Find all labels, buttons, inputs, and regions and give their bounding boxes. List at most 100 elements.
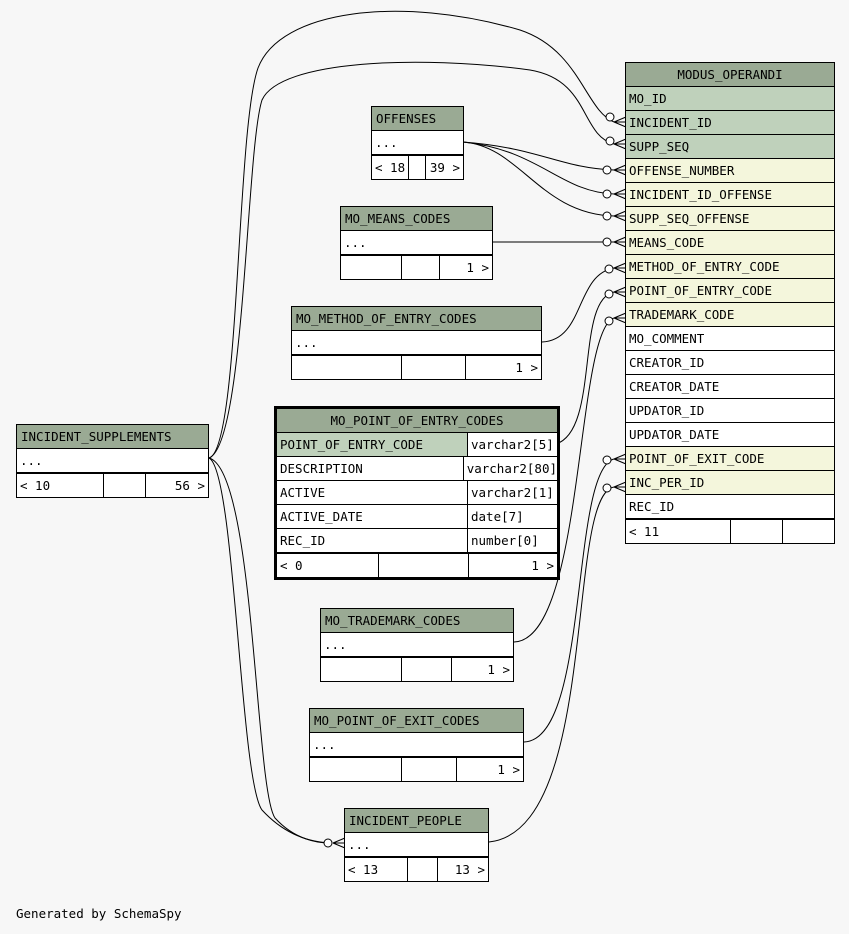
table-title: MO_TRADEMARK_CODES (321, 609, 513, 633)
edge-inc-per-id (488, 486, 615, 843)
footer-mid (409, 156, 426, 179)
footer-right[interactable] (783, 520, 834, 543)
footer-left[interactable]: < 11 (626, 520, 731, 543)
table-body: ... (310, 733, 523, 757)
footer-right[interactable]: 13 > (454, 862, 485, 877)
table-footer: < 11 (626, 519, 834, 543)
footer-mid (731, 520, 783, 543)
edge-supplements-people-2 (208, 457, 331, 844)
column-type: number[0] (471, 533, 539, 548)
generated-by-label: Generated by SchemaSpy (16, 906, 182, 921)
footer-left[interactable]: < 18 (372, 156, 409, 179)
footer-right[interactable]: 39 > (429, 160, 460, 175)
column-row[interactable]: METHOD_OF_ENTRY_CODE (626, 255, 834, 279)
table-incident-supplements[interactable]: INCIDENT_SUPPLEMENTS ... < 10 56 > (16, 424, 209, 498)
column-row[interactable]: CREATOR_ID (626, 351, 834, 375)
column-row[interactable]: OFFENSE_NUMBER (626, 159, 834, 183)
footer-right[interactable]: 1 > (487, 662, 510, 677)
column-type: varchar2[80] (466, 461, 557, 476)
edge-offenses-offense-number (462, 141, 615, 171)
column-name: REC_ID (277, 529, 468, 552)
column-type: varchar2[5] (471, 437, 554, 452)
column-row[interactable]: UPDATOR_ID (626, 399, 834, 423)
footer-left (341, 256, 402, 279)
footer-right[interactable]: 1 > (497, 762, 520, 777)
column-row[interactable]: MEANS_CODE (626, 231, 834, 255)
table-footer: 1 > (321, 657, 513, 681)
column-row[interactable]: INCIDENT_ID (626, 111, 834, 135)
footer-left (292, 356, 402, 379)
table-mo-means-codes[interactable]: MO_MEANS_CODES ... 1 > (340, 206, 493, 280)
column-name: ACTIVE (277, 481, 468, 504)
column-row[interactable]: MO_ID (626, 87, 834, 111)
column-row[interactable]: INC_PER_ID (626, 471, 834, 495)
column-row[interactable]: TRADEMARK_CODE (626, 303, 834, 327)
table-footer: < 18 39 > (372, 155, 463, 179)
footer-right[interactable]: 56 > (174, 478, 205, 493)
table-title: INCIDENT_PEOPLE (345, 809, 488, 833)
table-title: MO_MEANS_CODES (341, 207, 492, 231)
column-row[interactable]: POINT_OF_ENTRY_CODE (626, 279, 834, 303)
table-title: MO_POINT_OF_EXIT_CODES (310, 709, 523, 733)
table-body: ... (17, 449, 208, 473)
edge-offenses-incident-id-offense (462, 141, 615, 195)
column-row[interactable]: POINT_OF_EXIT_CODE (626, 447, 834, 471)
table-body: ... (341, 231, 492, 255)
column-name: DESCRIPTION (277, 457, 464, 480)
table-offenses[interactable]: OFFENSES ... < 18 39 > (371, 106, 464, 180)
edge-supplements-incident-id (208, 10, 615, 459)
edge-point-of-entry (555, 291, 615, 445)
column-row[interactable]: SUPP_SEQ (626, 135, 834, 159)
footer-mid (408, 858, 438, 881)
column-name: ACTIVE_DATE (277, 505, 468, 528)
table-mo-point-of-entry-codes[interactable]: MO_POINT_OF_ENTRY_CODES POINT_OF_ENTRY_C… (274, 406, 560, 580)
column-row[interactable]: CREATOR_DATE (626, 375, 834, 399)
footer-right[interactable]: 1 > (515, 360, 538, 375)
column-row[interactable]: REC_ID (626, 495, 834, 519)
column-name: POINT_OF_ENTRY_CODE (277, 433, 468, 456)
table-mo-point-of-exit-codes[interactable]: MO_POINT_OF_EXIT_CODES ... 1 > (309, 708, 524, 782)
table-mo-trademark-codes[interactable]: MO_TRADEMARK_CODES ... 1 > (320, 608, 514, 682)
column-row[interactable]: SUPP_SEQ_OFFENSE (626, 207, 834, 231)
table-body: ... (345, 833, 488, 857)
column-row[interactable]: UPDATOR_DATE (626, 423, 834, 447)
edge-trademark (513, 317, 615, 643)
footer-left (310, 758, 402, 781)
column-row[interactable]: INCIDENT_ID_OFFENSE (626, 183, 834, 207)
table-body: ... (292, 331, 541, 355)
table-footer: 1 > (310, 757, 523, 781)
footer-mid (104, 474, 146, 497)
table-title: MO_METHOD_OF_ENTRY_CODES (292, 307, 541, 331)
table-footer: < 0 1 > (277, 553, 557, 577)
column-type: date[7] (471, 509, 524, 524)
footer-mid (402, 356, 466, 379)
table-body: ... (321, 633, 513, 657)
table-footer: 1 > (292, 355, 541, 379)
table-title: OFFENSES (372, 107, 463, 131)
footer-left[interactable]: < 0 (277, 554, 379, 577)
footer-mid (402, 256, 440, 279)
footer-mid (379, 554, 469, 577)
table-title: MO_POINT_OF_ENTRY_CODES (277, 409, 557, 433)
edge-supplements-supp-seq (208, 61, 615, 459)
table-footer: 1 > (341, 255, 492, 279)
column-row[interactable]: MO_COMMENT (626, 327, 834, 351)
table-incident-people[interactable]: INCIDENT_PEOPLE ... < 13 13 > (344, 808, 489, 882)
footer-left[interactable]: < 10 (17, 474, 104, 497)
table-footer: < 10 56 > (17, 473, 208, 497)
footer-left (321, 658, 402, 681)
footer-right[interactable]: 1 > (466, 260, 489, 275)
footer-mid (402, 658, 452, 681)
table-mo-method-of-entry-codes[interactable]: MO_METHOD_OF_ENTRY_CODES ... 1 > (291, 306, 542, 380)
footer-right[interactable]: 1 > (531, 558, 554, 573)
edge-method-of-entry (541, 267, 615, 343)
footer-left[interactable]: < 13 (345, 858, 408, 881)
edge-point-of-exit (523, 458, 615, 743)
